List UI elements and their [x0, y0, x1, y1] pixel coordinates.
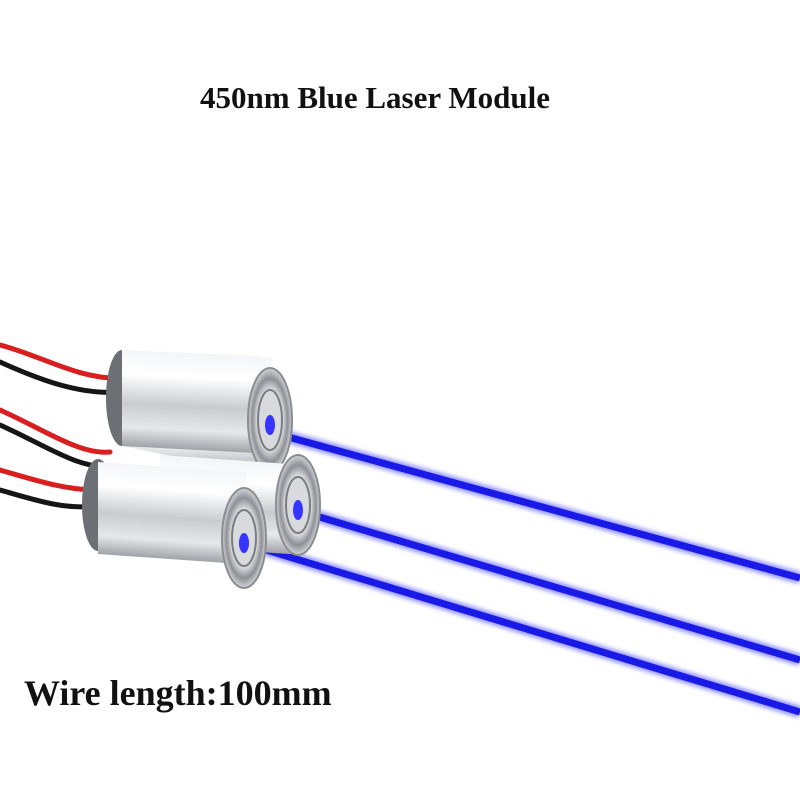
- laser-beam: [294, 504, 800, 666]
- black-wire: [0, 422, 113, 469]
- laser-beam: [268, 426, 800, 584]
- laser-module: [82, 459, 267, 589]
- laser-beams: [238, 426, 800, 718]
- red-wire: [0, 407, 113, 455]
- product-title: 450nm Blue Laser Module: [200, 80, 550, 115]
- wires: [0, 342, 123, 510]
- laser-beam: [238, 536, 800, 718]
- red-wire: [0, 342, 123, 381]
- red-wire: [0, 467, 98, 493]
- black-wire: [0, 487, 98, 510]
- laser-module: [106, 350, 293, 474]
- wire-length-caption: Wire length:100mm: [24, 673, 332, 713]
